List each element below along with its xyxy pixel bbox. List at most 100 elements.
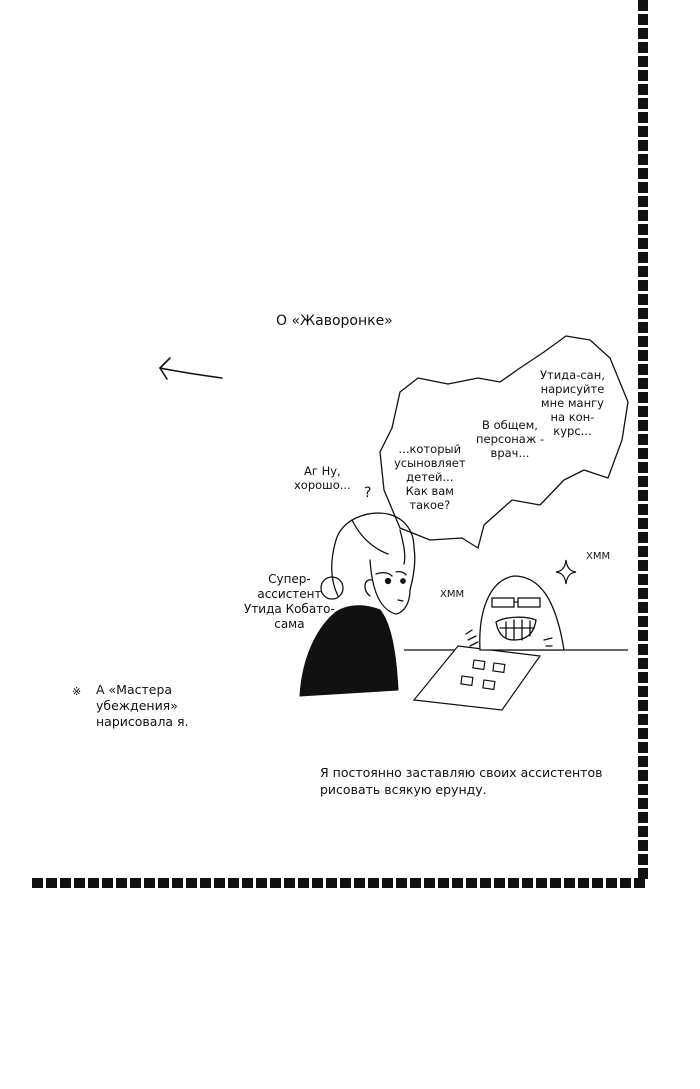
border-block [638,714,648,725]
border-block [638,196,648,207]
border-block [638,686,648,697]
assistant-reply: Аг Ну, хорошо... [294,464,351,492]
border-block [638,56,648,67]
border-block [638,336,648,347]
border-block [638,784,648,795]
border-block [638,28,648,39]
bottom-page-border [32,878,645,888]
border-block [508,878,519,888]
border-block [620,878,631,888]
border-block [638,140,648,151]
border-block [410,878,421,888]
speech-line-adopts: ...который усыновляет детей... Как вам т… [394,442,466,512]
border-block [638,700,648,711]
border-block [638,630,648,641]
border-block [638,98,648,109]
border-block [634,878,645,888]
border-block [638,826,648,837]
border-block [228,878,239,888]
border-block [550,878,561,888]
right-page-border [638,0,648,879]
border-block [88,878,99,888]
border-block [638,378,648,389]
border-block [638,434,648,445]
border-block [578,878,589,888]
border-block [638,364,648,375]
border-block [638,490,648,501]
border-block [536,878,547,888]
assistant-shirt [299,605,399,697]
border-block [270,878,281,888]
footnote: А «Мастера убеждения» нарисовала я. [96,682,189,729]
mangaka-character [465,575,565,651]
assistant-character [320,512,416,615]
border-block [256,878,267,888]
border-block [638,672,648,683]
border-block [312,878,323,888]
border-block [638,840,648,851]
border-block [638,728,648,739]
border-block [102,878,113,888]
border-block [638,224,648,235]
border-block [638,112,648,123]
border-block [32,878,43,888]
border-block [606,878,617,888]
border-block [638,462,648,473]
border-block [144,878,155,888]
border-block [638,182,648,193]
border-block [638,322,648,333]
border-block [116,878,127,888]
border-block [638,42,648,53]
note-title: О «Жаворонке» [276,313,393,329]
border-block [242,878,253,888]
caption: Я постоянно заставляю своих ассистентов … [320,765,603,797]
border-block [74,878,85,888]
border-block [638,406,648,417]
speech-bubble [379,335,629,549]
border-block [638,0,648,11]
border-block [340,878,351,888]
border-block [200,878,211,888]
border-block [638,574,648,585]
border-block [452,878,463,888]
border-block [638,616,648,627]
border-block [638,798,648,809]
border-block [438,878,449,888]
border-block [284,878,295,888]
border-block [638,532,648,543]
border-block [214,878,225,888]
question-mark: ? [364,485,372,501]
footnote-mark-icon: ※ [72,685,82,698]
border-block [186,878,197,888]
left-arrow-icon [159,357,223,380]
border-block [638,868,648,879]
border-block [638,392,648,403]
border-block [522,878,533,888]
border-block [638,518,648,529]
border-block [638,812,648,823]
border-block [638,854,648,865]
border-block [638,210,648,221]
border-block [638,588,648,599]
border-block [638,14,648,25]
border-block [60,878,71,888]
sfx-hmm-left: ХММ [440,589,465,600]
border-block [638,126,648,137]
border-block [638,504,648,515]
border-block [466,878,477,888]
border-block [638,756,648,767]
border-block [638,70,648,81]
border-block [298,878,309,888]
border-block [638,560,648,571]
sfx-hmm-right: ХММ [586,551,611,562]
border-block [638,742,648,753]
border-block [564,878,575,888]
sparkle-icon [555,559,577,585]
border-block [638,448,648,459]
border-block [638,252,648,263]
border-block [46,878,57,888]
border-block [638,308,648,319]
border-block [382,878,393,888]
border-block [592,878,603,888]
